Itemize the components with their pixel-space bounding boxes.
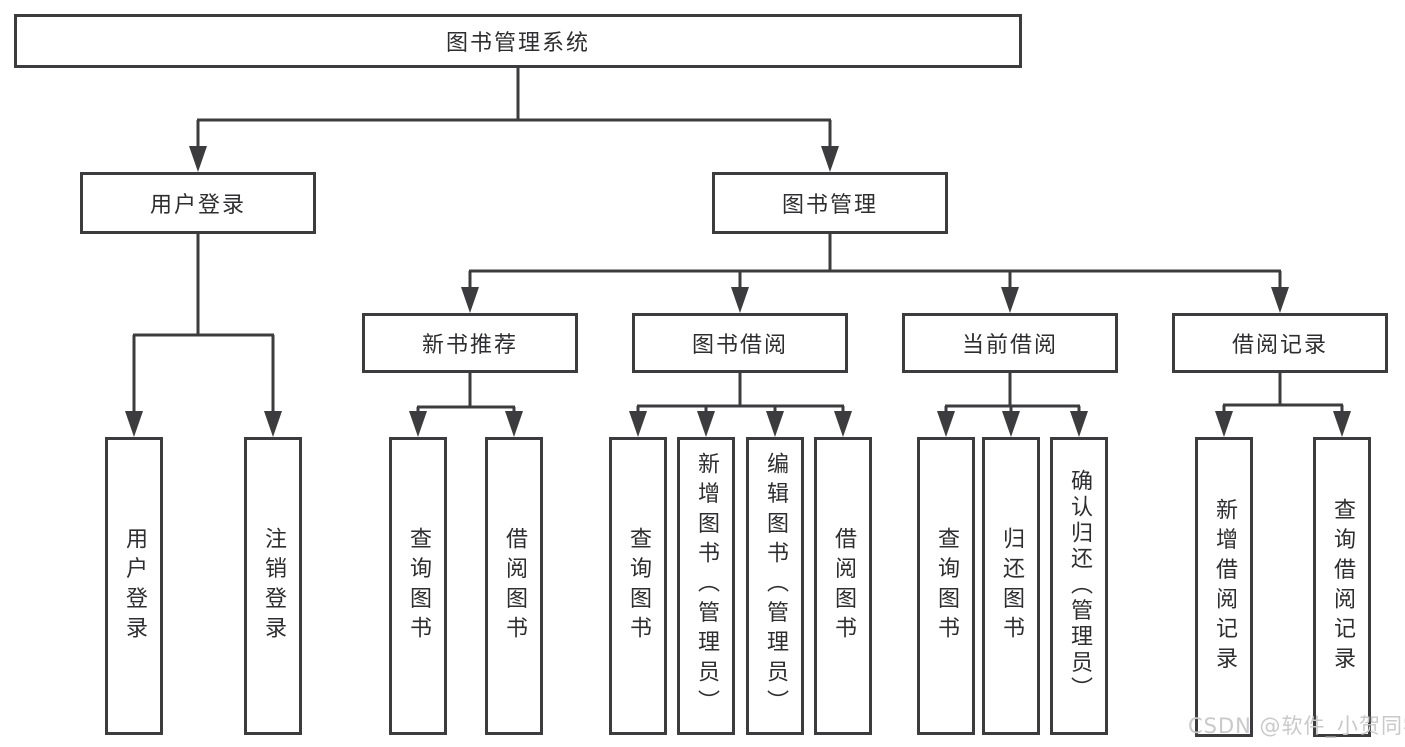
arrow-icon <box>731 287 749 313</box>
node-root-label: 图书管理系统 <box>445 31 590 56</box>
leaf-bb-edit-book-admin: 编辑图书（管理员） <box>746 437 804 735</box>
node-book-management-label: 图书管理 <box>781 193 878 218</box>
arrow-icon <box>1001 287 1019 313</box>
node-book-management: 图书管理 <box>712 172 948 234</box>
leaf-bb-query-book-label: 查询图书 <box>626 526 651 646</box>
node-new-book-recommend-label: 新书推荐 <box>421 333 518 358</box>
node-current-borrow: 当前借阅 <box>902 313 1118 373</box>
leaf-nb-borrow-book: 借阅图书 <box>485 437 543 735</box>
leaf-nb-query-book-label: 查询图书 <box>406 526 431 646</box>
arrow-icon <box>1002 411 1020 437</box>
leaf-bb-add-book-admin: 新增图书（管理员） <box>677 437 735 735</box>
node-borrow-record: 借阅记录 <box>1172 313 1388 373</box>
arrow-icon <box>821 146 839 172</box>
leaf-br-query-record: 查询借阅记录 <box>1313 437 1371 737</box>
leaf-bb-add-book-admin-label: 新增图书（管理员） <box>694 452 719 720</box>
leaf-user-login-label: 用户登录 <box>122 526 147 646</box>
arrow-icon <box>766 411 784 437</box>
node-current-borrow-label: 当前借阅 <box>961 333 1058 358</box>
leaf-user-login: 用户登录 <box>105 437 163 735</box>
leaf-cb-confirm-return-admin-label: 确认归还（管理员） <box>1067 469 1092 703</box>
leaf-cb-query-book: 查询图书 <box>917 437 975 735</box>
csdn-watermark: CSDN @软件_小贺同学 <box>1188 714 1405 738</box>
arrow-icon <box>125 411 143 437</box>
arrow-icon <box>409 411 427 437</box>
leaf-cb-return-book: 归还图书 <box>982 437 1040 735</box>
leaf-nb-query-book: 查询图书 <box>389 437 447 735</box>
leaf-logout: 注销登录 <box>244 437 302 735</box>
node-new-book-recommend: 新书推荐 <box>362 313 578 373</box>
arrow-icon <box>189 146 207 172</box>
arrowheads <box>125 146 1351 437</box>
arrow-icon <box>937 411 955 437</box>
node-user-login-label: 用户登录 <box>149 193 246 218</box>
arrow-icon <box>461 287 479 313</box>
node-root: 图书管理系统 <box>14 14 1022 68</box>
leaf-br-add-record: 新增借阅记录 <box>1195 437 1253 737</box>
arrow-icon <box>1271 287 1289 313</box>
node-borrow-record-label: 借阅记录 <box>1231 333 1328 358</box>
connector-lines <box>132 68 1344 417</box>
arrow-icon <box>629 411 647 437</box>
leaf-cb-query-book-label: 查询图书 <box>934 526 959 646</box>
leaf-cb-return-book-label: 归还图书 <box>999 526 1024 646</box>
arrow-icon <box>834 411 852 437</box>
arrow-icon <box>697 411 715 437</box>
leaf-nb-borrow-book-label: 借阅图书 <box>502 526 527 646</box>
leaf-bb-query-book: 查询图书 <box>609 437 667 735</box>
leaf-logout-label: 注销登录 <box>261 526 286 646</box>
arrow-icon <box>1070 411 1088 437</box>
node-user-login: 用户登录 <box>80 172 316 234</box>
arrow-icon <box>505 411 523 437</box>
arrow-icon <box>1333 411 1351 437</box>
leaf-bb-borrow-book: 借阅图书 <box>814 437 872 735</box>
leaf-br-add-record-label: 新增借阅记录 <box>1212 497 1237 677</box>
leaf-bb-borrow-book-label: 借阅图书 <box>831 526 856 646</box>
leaf-cb-confirm-return-admin: 确认归还（管理员） <box>1050 437 1108 735</box>
leaf-br-query-record-label: 查询借阅记录 <box>1330 497 1355 677</box>
arrow-icon <box>264 411 282 437</box>
arrow-icon <box>1215 411 1233 437</box>
node-book-borrow: 图书借阅 <box>632 313 848 373</box>
node-book-borrow-label: 图书借阅 <box>691 333 788 358</box>
leaf-bb-edit-book-admin-label: 编辑图书（管理员） <box>763 452 788 720</box>
